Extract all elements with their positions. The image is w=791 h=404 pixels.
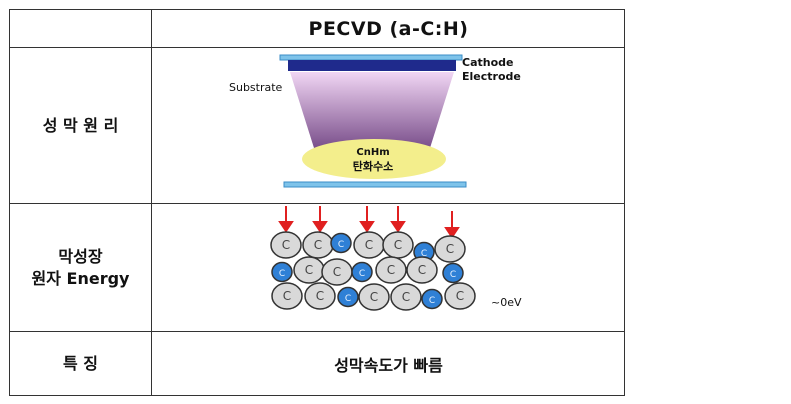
- carbon-atom: C: [353, 231, 385, 259]
- carbon-atom: C: [434, 235, 466, 263]
- bonded-atom: C: [337, 286, 359, 308]
- atom-label: C: [333, 265, 341, 279]
- atom-label: C: [370, 290, 378, 304]
- carbon-atom: C: [375, 256, 407, 284]
- atom-label: C: [429, 296, 435, 306]
- row-label-energy-line1: 막성장: [58, 246, 103, 266]
- row-divider: [10, 47, 624, 48]
- atom-label: C: [402, 290, 410, 304]
- atom-label: C: [456, 289, 464, 303]
- carbon-atom: C: [270, 231, 302, 259]
- row-divider: [10, 203, 624, 204]
- carbon-atom: C: [321, 258, 353, 286]
- energy-label: ~0eV: [491, 296, 522, 309]
- carbon-atom: C: [390, 283, 422, 311]
- atom-label: C: [338, 240, 344, 250]
- atom-label: C: [345, 294, 351, 304]
- arrow: [312, 206, 328, 233]
- atom-label: C: [450, 270, 456, 280]
- comparison-table: PECVD (a-C:H) 성 막 원 리 막성장 원자 Energy 특 징 …: [9, 9, 625, 396]
- arrow: [444, 211, 460, 239]
- feature-value: 성막속도가 빠름: [334, 355, 443, 375]
- atom-label: C: [446, 242, 454, 256]
- header-title: PECVD (a-C:H): [308, 17, 469, 40]
- arrow: [390, 206, 406, 233]
- atom-label: C: [316, 289, 324, 303]
- atom-label: C: [283, 289, 291, 303]
- atom-label: C: [418, 263, 426, 277]
- atom-label: C: [359, 269, 365, 279]
- incoming-arrows: [278, 206, 460, 239]
- carbon-atom: C: [293, 256, 325, 284]
- row-divider: [10, 331, 624, 332]
- atom-label: C: [421, 249, 427, 259]
- arrow: [359, 206, 375, 233]
- bonded-atom: C: [442, 262, 464, 284]
- row-label-energy-line2: 원자 Energy: [31, 268, 130, 288]
- cathode-label-line1: Cathode: [462, 56, 513, 69]
- source-label-line2: 탄화수소: [353, 159, 393, 173]
- atom-label: C: [314, 238, 322, 252]
- bonded-atom: C: [421, 288, 443, 310]
- column-divider: [151, 10, 152, 395]
- carbon-atom: C: [382, 231, 414, 259]
- atom-label: C: [279, 269, 285, 279]
- plasma-region: [290, 72, 454, 148]
- substrate-label: Substrate: [229, 81, 283, 94]
- bonded-atom: C: [351, 261, 373, 283]
- atom-label: C: [365, 238, 373, 252]
- carbon-atom: C: [302, 231, 334, 259]
- row-label-energy: 막성장 원자 Energy: [10, 204, 151, 331]
- source-label-line1: CnHm: [356, 147, 389, 158]
- carbon-atom: C: [271, 282, 303, 310]
- cathode-label-line2: Electrode: [462, 70, 521, 83]
- atom-label: C: [394, 238, 402, 252]
- atom-label: C: [387, 263, 395, 277]
- hydrocarbon-source: [302, 139, 446, 179]
- top-plate: [279, 54, 463, 61]
- bonded-atom: C: [330, 232, 352, 254]
- arrow: [278, 206, 294, 233]
- bonded-atom: C: [271, 261, 293, 283]
- carbon-atom: C: [358, 283, 390, 311]
- row-label-feature: 특 징: [62, 353, 98, 373]
- carbon-atom: C: [406, 256, 438, 284]
- cathode-electrode: [288, 60, 456, 71]
- atom-label: C: [282, 238, 290, 252]
- atom-label: C: [305, 263, 313, 277]
- bottom-plate: [283, 181, 467, 188]
- carbon-atom: C: [444, 282, 476, 310]
- carbon-atom: C: [304, 282, 336, 310]
- row-label-principle: 성 막 원 리: [42, 115, 119, 135]
